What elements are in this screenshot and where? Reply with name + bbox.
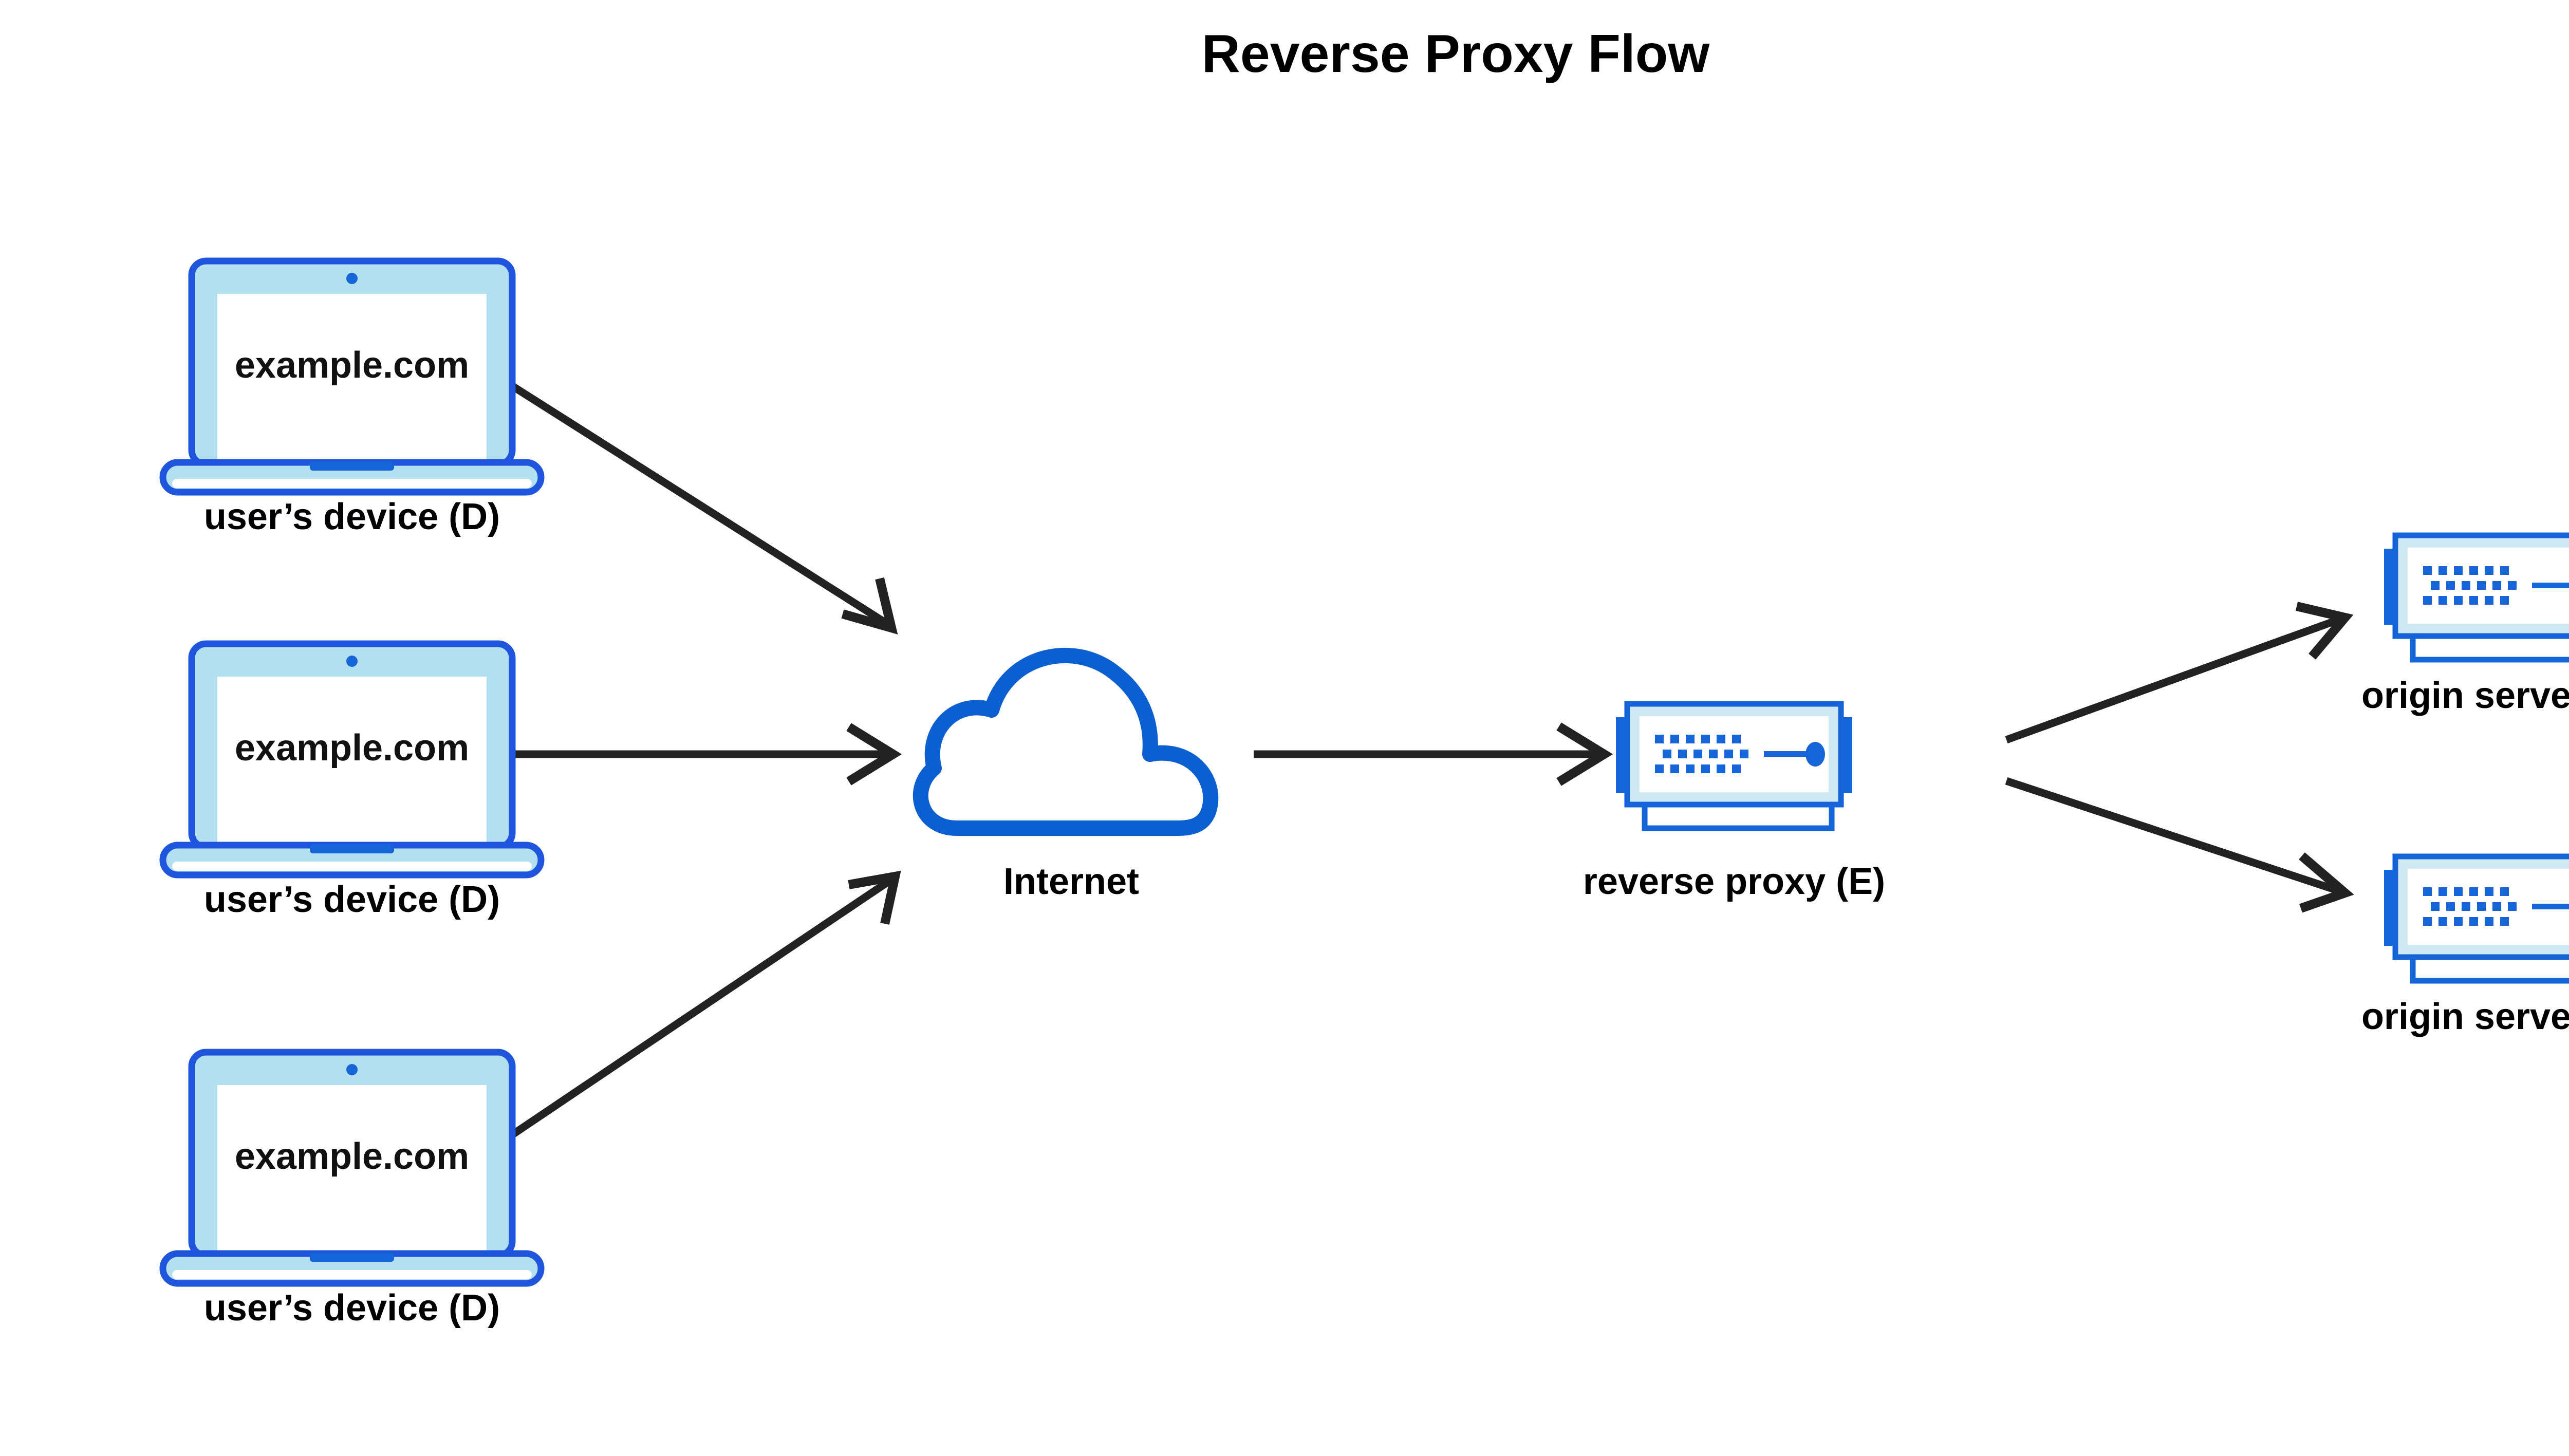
node-user-device-1[interactable]: example.com user’s device (D) — [163, 261, 541, 537]
edge-proxy-to-origin1 — [2005, 602, 2354, 744]
server-icon — [1616, 704, 1852, 828]
node-reverse-proxy[interactable]: reverse proxy (E) — [1583, 704, 1885, 902]
edge-client2-to-internet — [511, 723, 902, 786]
node-label-user-device: user’s device (D) — [204, 879, 500, 920]
node-internet[interactable]: Internet — [913, 647, 1219, 902]
edge-layer — [509, 382, 2354, 1139]
node-origin-server-1[interactable]: origin server (F) — [2361, 535, 2569, 716]
edge-client1-to-internet — [509, 382, 898, 634]
device-screen-text: example.com — [235, 1136, 469, 1177]
node-origin-server-2[interactable]: origin server (F) — [2361, 856, 2569, 1037]
node-label-user-device: user’s device (D) — [204, 1287, 500, 1329]
server-icon — [2384, 856, 2569, 981]
device-screen-text: example.com — [235, 727, 469, 769]
node-user-device-3[interactable]: example.com user’s device (D) — [163, 1052, 541, 1329]
node-user-device-2[interactable]: example.com user’s device (D) — [163, 644, 541, 920]
node-label-origin-server: origin server (F) — [2361, 675, 2569, 716]
device-screen-text: example.com — [235, 345, 469, 386]
server-icon — [2384, 535, 2569, 660]
edge-proxy-to-origin2 — [2005, 777, 2354, 913]
edge-client3-to-internet — [509, 870, 901, 1139]
node-label-user-device: user’s device (D) — [204, 496, 500, 537]
node-label-reverse-proxy: reverse proxy (E) — [1583, 861, 1885, 902]
page-title: Reverse Proxy Flow — [1202, 24, 1710, 84]
node-label-origin-server: origin server (F) — [2361, 996, 2569, 1037]
edge-internet-to-proxy — [1254, 722, 1613, 786]
node-label-internet: Internet — [1003, 861, 1139, 902]
cloud-icon — [913, 647, 1219, 836]
